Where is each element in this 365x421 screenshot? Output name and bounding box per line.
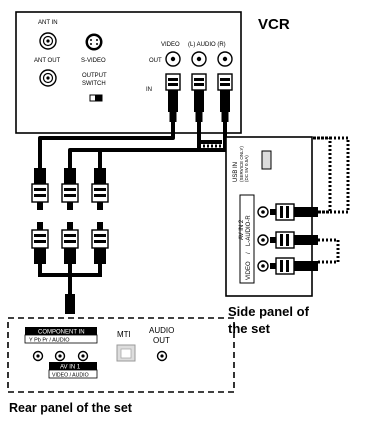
s-video-jack xyxy=(85,33,103,51)
vcr-title: VCR xyxy=(258,16,290,33)
audio-out-label-2: OUT xyxy=(153,336,170,345)
rear-component-jacks xyxy=(32,350,89,362)
vcr-unit: ANT IN ANT OUT S-VIDEO OUTPUT SWITCH VID… xyxy=(15,11,242,134)
video-label: VIDEO xyxy=(161,42,180,48)
in-label: IN xyxy=(146,87,152,93)
usb-in-label: USB IN xyxy=(233,162,239,182)
side-plugs xyxy=(270,203,318,275)
side-panel-caption-1: Side panel of xyxy=(228,304,309,319)
av-in2-label: AV IN 2 xyxy=(239,219,245,240)
component-in-header xyxy=(25,327,97,335)
side-jacks xyxy=(257,206,269,272)
mti-label: MTI xyxy=(117,330,131,339)
side-panel-caption-2: the set xyxy=(228,321,270,336)
av-in1-header xyxy=(49,362,97,370)
usb-port xyxy=(261,150,272,170)
vcr-in-plugs xyxy=(165,73,233,122)
out-label: OUT xyxy=(149,58,162,64)
usb-dc-label: (DC 5V 0.5A) xyxy=(244,155,249,182)
output-switch-label-2: SWITCH xyxy=(82,81,106,87)
ant-in-jack xyxy=(39,32,57,50)
rear-panel: COMPONENT IN Y Pb Pr / AUDIO AV IN 1 VID… xyxy=(7,317,235,393)
audio-out-jack xyxy=(156,350,168,362)
component-sub-label: Y Pb Pr / AUDIO xyxy=(29,338,70,344)
svg-text:/: / xyxy=(246,252,252,254)
audio-label: (L) AUDIO (R) xyxy=(188,42,226,48)
video-cable xyxy=(38,122,175,168)
av-in2-label-box xyxy=(239,194,255,284)
vcr-audio-r-out-jack xyxy=(217,51,233,67)
av-in1-sub-label: VIDEO / AUDIO xyxy=(52,373,89,379)
rear-panel-caption: Rear panel of the set xyxy=(9,401,132,415)
vcr-video-out-jack xyxy=(165,51,181,67)
side-audio-label: L-AUDIO-R xyxy=(246,215,252,246)
rca-plug-bundle xyxy=(31,168,109,314)
output-switch-label-1: OUTPUT xyxy=(82,73,107,79)
ant-out-label: ANT OUT xyxy=(34,58,61,64)
av-in1-label: AV IN 1 xyxy=(60,365,81,371)
mti-port xyxy=(116,344,136,362)
s-video-label: S-VIDEO xyxy=(81,58,106,64)
ant-in-label: ANT IN xyxy=(38,20,58,26)
usb-service-label: (SERVICE ONLY) xyxy=(239,146,244,182)
side-video-label: VIDEO xyxy=(246,261,252,280)
ant-out-jack xyxy=(39,69,57,87)
component-in-label: COMPONENT IN xyxy=(38,330,85,336)
audio-out-label-1: AUDIO xyxy=(149,326,174,335)
side-panel: USB IN (SERVICE ONLY) (DC 5V 0.5A) VIDEO… xyxy=(225,136,318,297)
vcr-audio-l-out-jack xyxy=(191,51,207,67)
output-switch xyxy=(89,94,103,102)
